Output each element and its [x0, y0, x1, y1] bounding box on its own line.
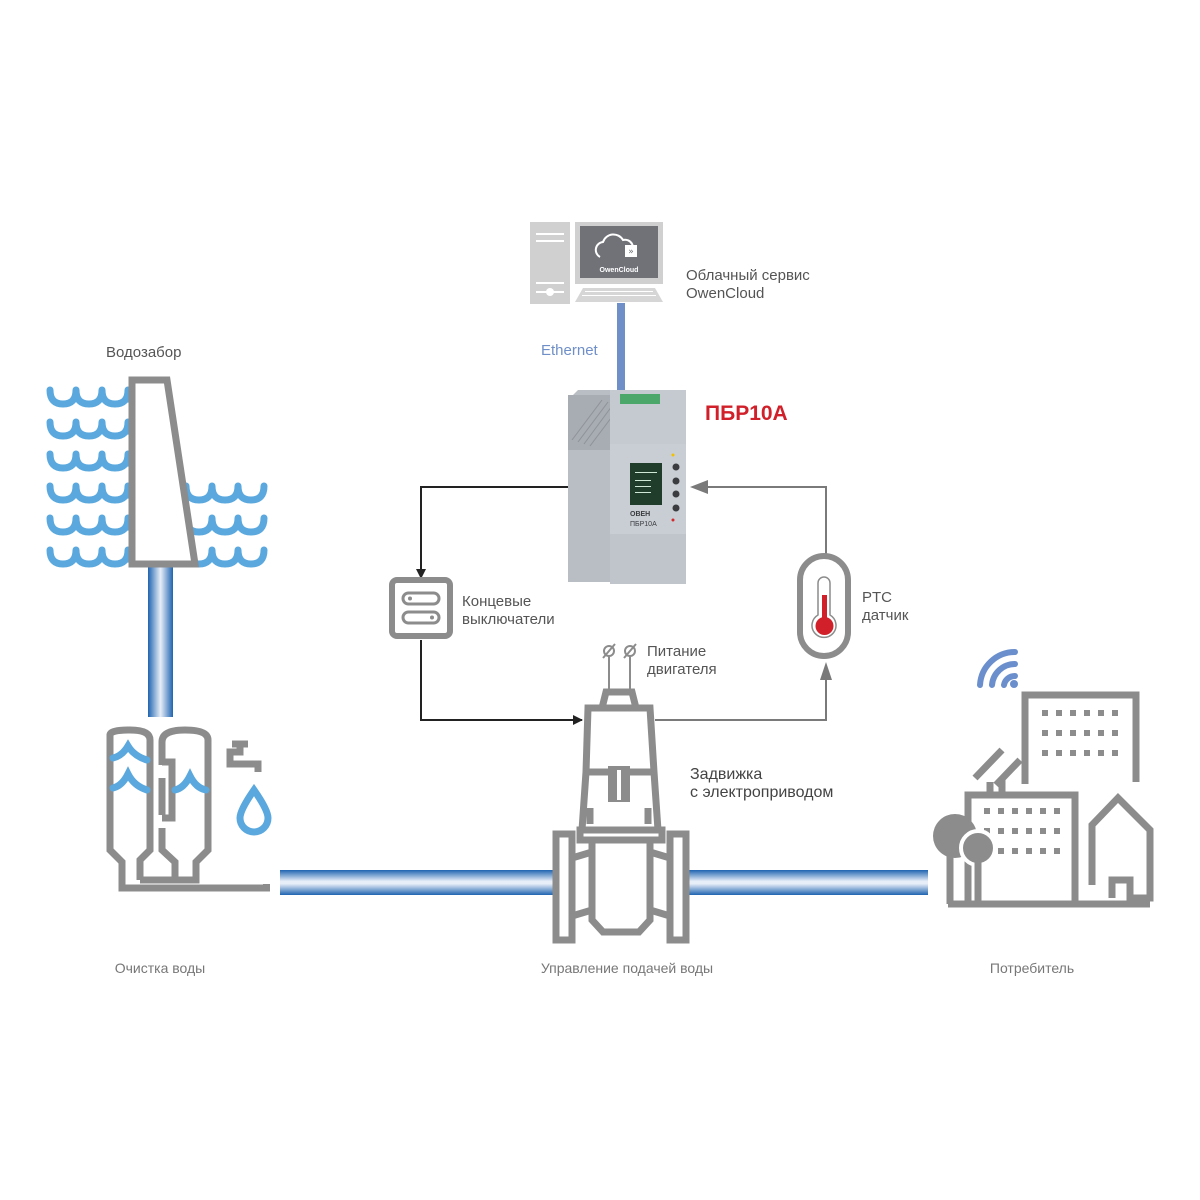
wave-line	[46, 450, 158, 472]
terminal-icon	[602, 643, 637, 692]
window	[1042, 730, 1048, 736]
city-buildings-icon	[933, 648, 1154, 908]
valve-label-line1: Задвижка	[690, 766, 762, 783]
ptc-label-line1: PTC	[862, 589, 892, 606]
owencloud-screen-text: OwenCloud	[600, 267, 639, 274]
arrowhead-up	[820, 662, 832, 680]
window	[1012, 828, 1018, 834]
svg-text:»: »	[628, 247, 634, 257]
window	[1042, 750, 1048, 756]
limit-switches-label-line2: выключатели	[462, 611, 555, 628]
connector-switches-to-valve	[420, 640, 583, 725]
section-label-treatment: Очистка воды	[115, 960, 206, 976]
intake-pipe	[148, 562, 173, 717]
window	[1054, 848, 1060, 854]
wave-line	[182, 514, 268, 536]
window	[1026, 848, 1032, 854]
window	[1070, 710, 1076, 716]
window	[1056, 750, 1062, 756]
window	[1042, 710, 1048, 716]
window	[1040, 848, 1046, 854]
window	[1112, 750, 1118, 756]
intake-label: Водозабор	[106, 344, 181, 361]
main-pipe-right	[688, 870, 928, 895]
wave-line	[46, 482, 158, 504]
window	[1098, 750, 1104, 756]
cloud-label-line2: OwenCloud	[686, 285, 764, 302]
window	[1112, 710, 1118, 716]
window	[998, 808, 1004, 814]
window	[998, 828, 1004, 834]
ptc-label-line2: датчик	[862, 607, 909, 624]
connector-ptc-to-device	[704, 486, 827, 556]
water-treatment-icon	[106, 726, 272, 892]
window	[1012, 848, 1018, 854]
device-label: ПБР10А	[705, 402, 788, 425]
section-label-supply-control: Управление подачей воды	[541, 960, 713, 976]
cloud-label-line1: Облачный сервис	[686, 267, 810, 284]
connector-valve-to-ptc	[655, 670, 827, 721]
device-model-text: ПБР10А	[630, 521, 657, 528]
window	[1054, 808, 1060, 814]
wave-line	[182, 482, 268, 504]
window	[1012, 808, 1018, 814]
wave-line	[46, 386, 158, 408]
limit-switch-icon	[389, 577, 453, 639]
window	[1084, 750, 1090, 756]
window	[1070, 750, 1076, 756]
connector-device-to-switches	[416, 486, 568, 579]
window	[984, 808, 990, 814]
arrowhead-left	[690, 480, 708, 494]
window	[1054, 828, 1060, 834]
window	[1070, 730, 1076, 736]
ethernet-label: Ethernet	[541, 342, 599, 359]
computer-with-cloud-icon: » OwenCloud	[530, 222, 663, 304]
thermometer-icon	[797, 553, 851, 659]
motor-power-label-line2: двигателя	[647, 661, 717, 678]
section-label-consumer: Потребитель	[990, 960, 1074, 976]
motorized-valve-icon	[552, 688, 690, 944]
window	[998, 848, 1004, 854]
wave-line	[46, 546, 158, 568]
ethernet-cable	[617, 303, 625, 393]
window	[1098, 730, 1104, 736]
window	[1026, 828, 1032, 834]
window	[1026, 808, 1032, 814]
window	[1040, 828, 1046, 834]
window	[1056, 710, 1062, 716]
limit-switches-label-line1: Концевые	[462, 593, 531, 610]
pbr10a-device: ОВЕН ПБР10А	[568, 390, 686, 584]
wifi-icon	[977, 648, 1018, 688]
wave-line	[46, 514, 158, 536]
wave-line	[46, 418, 158, 440]
window	[984, 828, 990, 834]
window	[1084, 730, 1090, 736]
window	[1084, 710, 1090, 716]
dam-with-waves-icon	[46, 376, 268, 568]
window	[1112, 730, 1118, 736]
window	[1040, 808, 1046, 814]
motor-power-label-line1: Питание	[647, 643, 706, 660]
main-pipe-left	[280, 870, 555, 895]
window	[1098, 710, 1104, 716]
device-brand-text: ОВЕН	[630, 511, 650, 518]
window	[1056, 730, 1062, 736]
valve-label-line2: с электроприводом	[690, 784, 833, 801]
